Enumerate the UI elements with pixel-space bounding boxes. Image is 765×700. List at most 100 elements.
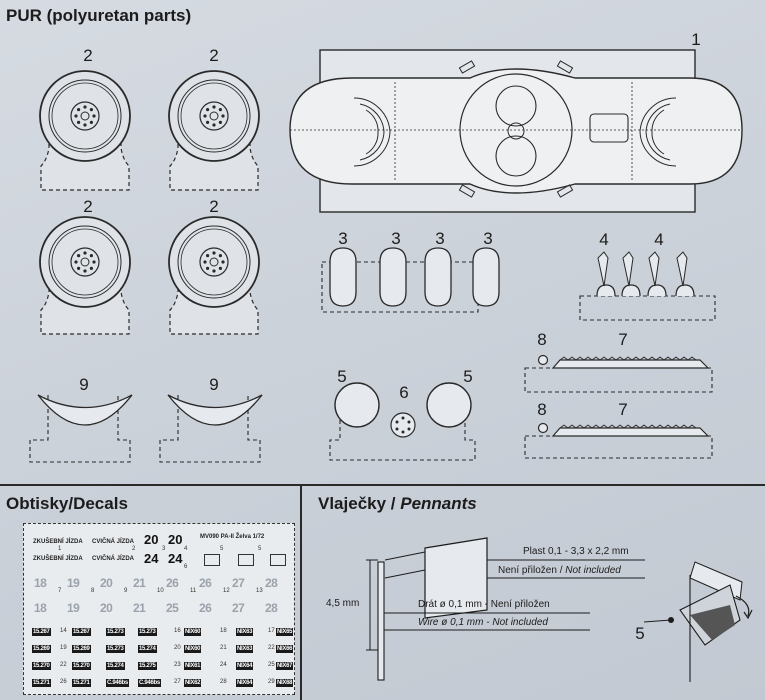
decal-grey-number: 27 (232, 601, 245, 615)
decal-grey-number: 26 (199, 601, 212, 615)
flag-decal (204, 554, 220, 566)
part-9-group (29, 394, 263, 463)
decal-index: 22 (268, 645, 275, 651)
decal-index: 3 (162, 546, 166, 552)
dimension-label: 4,5 mm (326, 598, 360, 609)
pur-heading: PUR (polyuretan parts) (6, 6, 192, 25)
decal-plate: NIX62 (184, 679, 202, 687)
decal-plate: 15.273 (106, 628, 125, 636)
decal-index: 18 (220, 628, 227, 634)
decal-index: 11 (190, 588, 197, 594)
wire-spec-en: Wire ø 0,1 mm - Not included (418, 617, 548, 628)
wire-spec-cz: Drát ø 0,1 mm - Není přiložen (418, 599, 550, 610)
decal-plate: NIX64 (236, 679, 254, 687)
decal-index: 6 (184, 564, 188, 570)
decal-index: 4 (184, 546, 188, 552)
decal-text: ZKUŠEBNÍ JÍZDA (33, 556, 83, 562)
decal-plate: NIX60 (184, 628, 202, 636)
decal-index: 17 (268, 628, 275, 634)
part-number-8: 8 (537, 330, 547, 349)
plast-spec: Plast 0,1 - 3,3 x 2,2 mm (523, 546, 629, 557)
decal-grey-number: 26 (166, 576, 179, 590)
decal-plate: 15.273 (138, 628, 157, 636)
decal-plate: NIX67 (276, 662, 294, 670)
decal-index: 1 (58, 546, 62, 552)
hull-part-1 (289, 49, 743, 213)
decal-index: 9 (124, 588, 128, 594)
wheel-part-2-d (168, 216, 260, 335)
step-number: 5 (635, 624, 645, 643)
decal-grey-number: 19 (67, 576, 80, 590)
decal-index: 12 (223, 588, 230, 594)
part-number-2: 2 (83, 197, 93, 216)
decal-plate: NIX64 (236, 662, 254, 670)
decal-plate: 15.270 (72, 662, 91, 670)
decal-index: 29 (268, 679, 275, 685)
decal-plate: 15.267 (32, 628, 51, 636)
flag-decal (238, 554, 254, 566)
part-number-9: 9 (79, 375, 89, 394)
part-number-6: 6 (399, 383, 409, 402)
pennant-diagram (366, 537, 753, 682)
decal-grey-number: 18 (34, 576, 47, 590)
decal-index: 10 (157, 588, 164, 594)
decal-plate: Č.946bs (138, 679, 161, 687)
decal-number: 20 (168, 532, 183, 547)
decal-number: 20 (144, 532, 159, 547)
decal-index: 7 (58, 588, 62, 594)
decal-grey-number: 20 (100, 576, 113, 590)
decal-plate: NIX60 (184, 645, 202, 653)
part-4-group (579, 251, 716, 321)
decal-plate: 15.269 (72, 645, 91, 653)
decal-number: 24 (168, 551, 183, 566)
decal-plate: NIX61 (184, 662, 202, 670)
decal-text: CVIČNÁ JÍZDA (92, 556, 135, 562)
decal-index: 19 (60, 645, 67, 651)
decal-plate: Č.946bs (106, 679, 129, 687)
decal-text: ZKUŠEBNÍ JÍZDA (33, 539, 83, 545)
decal-grey-number: 28 (265, 601, 278, 615)
decal-plate: 15.269 (32, 645, 51, 653)
decal-index: 16 (174, 628, 181, 634)
part-number-3: 3 (338, 229, 348, 248)
decal-plate: 15.267 (72, 628, 91, 636)
decal-plate: 15.271 (32, 679, 51, 687)
part-number-7: 7 (618, 330, 628, 349)
decal-index: 24 (220, 662, 227, 668)
decal-index: 20 (174, 645, 181, 651)
part-number-9: 9 (209, 375, 219, 394)
part-number-7: 7 (618, 400, 628, 419)
decal-text: CVIČNÁ JÍZDA (92, 539, 135, 545)
part-number-3: 3 (391, 229, 401, 248)
part-number-2: 2 (209, 46, 219, 65)
part-3-group (321, 247, 500, 313)
section-divider (0, 484, 765, 486)
wheel-part-2-b (168, 70, 260, 191)
decal-grey-number: 28 (265, 576, 278, 590)
decal-plate: 15.275 (138, 662, 157, 670)
wheel-part-2-a (39, 70, 131, 191)
part-number-8: 8 (537, 400, 547, 419)
part-number-2: 2 (83, 46, 93, 65)
decal-grey-number: 25 (166, 601, 179, 615)
not-included-note: Není přiložen / Not included (498, 565, 621, 576)
decal-grey-number: 18 (34, 601, 47, 615)
decal-plate: NIX63 (236, 628, 254, 636)
section-divider (300, 484, 302, 700)
wheel-part-2-c (39, 216, 131, 335)
decal-index: 13 (256, 588, 263, 594)
part-number-5: 5 (337, 367, 347, 386)
decal-plate: 15.274 (106, 662, 125, 670)
decal-index: 8 (91, 588, 95, 594)
decal-number: 24 (144, 551, 159, 566)
part-number-3: 3 (435, 229, 445, 248)
part-number-3: 3 (483, 229, 493, 248)
part-5-6-group (329, 382, 476, 461)
decal-plate: 15.274 (138, 645, 157, 653)
decal-plate: NIX66 (276, 645, 294, 653)
decal-grey-number: 20 (100, 601, 113, 615)
decal-plate: 15.270 (32, 662, 51, 670)
decal-grey-number: 21 (133, 601, 146, 615)
part-7-8-group (524, 354, 713, 459)
